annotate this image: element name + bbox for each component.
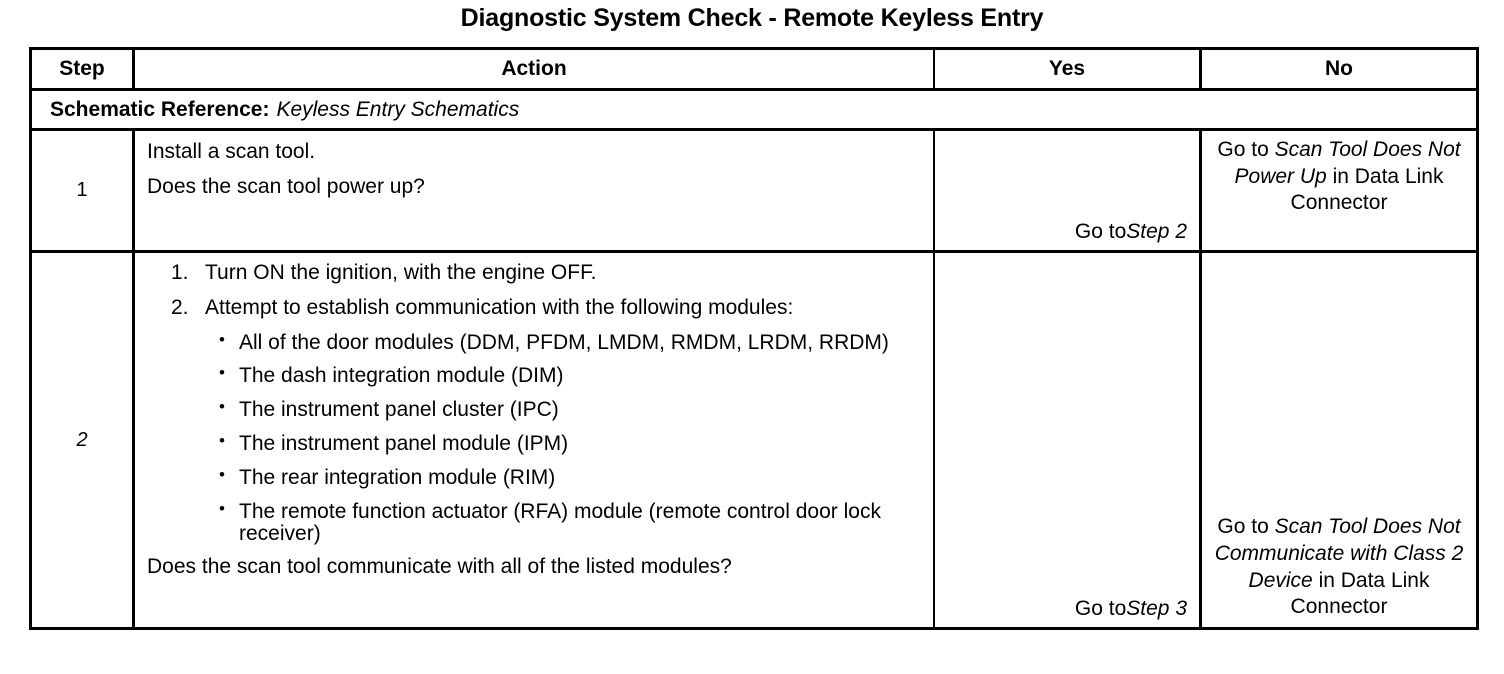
column-header-no: No xyxy=(1325,57,1353,80)
list-text: Turn ON the ignition, with the engine OF… xyxy=(205,261,597,284)
bullet-icon: • xyxy=(219,464,225,484)
diagnostic-table: Step Action Yes No Schematic Reference: … xyxy=(29,47,1479,630)
no-cell: Go to Scan Tool Does Not Communicate wit… xyxy=(1202,253,1476,627)
list-text: All of the door modules (DDM, PFDM, LMDM… xyxy=(239,330,889,354)
bullet-icon: • xyxy=(219,431,225,451)
yes-link[interactable]: Step 2 xyxy=(1126,220,1187,243)
column-header-action: Action xyxy=(135,50,935,88)
bullet-icon: • xyxy=(219,498,225,518)
column-header-yes: Yes xyxy=(935,50,1202,88)
yes-cell: Go to Step 3 xyxy=(935,253,1202,627)
action-line: Install a scan tool. xyxy=(147,140,316,163)
list-item: • The instrument panel module (IPM) xyxy=(147,431,927,456)
list-item: • All of the door modules (DDM, PFDM, LM… xyxy=(147,329,927,354)
list-text: The remote function actuator (RFA) modul… xyxy=(239,499,881,545)
no-prefix: Go to xyxy=(1217,138,1275,161)
list-item: • The instrument panel cluster (IPC) xyxy=(147,397,927,422)
list-item: • The dash integration module (DIM) xyxy=(147,363,927,388)
action-cell: 1. Turn ON the ignition, with the engine… xyxy=(135,253,935,627)
no-suffix: in Data Link Connector xyxy=(1290,164,1444,215)
table-row: 2 1. Turn ON the ignition, with the engi… xyxy=(32,253,1476,627)
no-link[interactable]: Scan Tool Does Not Communicate with Clas… xyxy=(1214,515,1464,592)
no-text: Go to Scan Tool Does Not Communicate wit… xyxy=(1208,514,1470,621)
list-text: Attempt to establish communication with … xyxy=(205,295,794,319)
page-title: Diagnostic System Check - Remote Keyless… xyxy=(460,4,1044,32)
action-question: Does the scan tool communicate with all … xyxy=(147,555,732,579)
schematic-reference-cell: Schematic Reference: Keyless Entry Schem… xyxy=(32,91,1476,128)
no-suffix: in Data Link Connector xyxy=(1290,568,1430,619)
column-header-step: Step xyxy=(32,50,135,88)
no-text: Go to Scan Tool Does Not Power Up in Dat… xyxy=(1208,137,1470,217)
bullet-icon: • xyxy=(219,397,225,417)
no-link[interactable]: Scan Tool Does Not Power Up xyxy=(1234,138,1461,188)
list-text: The dash integration module (DIM) xyxy=(239,364,564,388)
schematic-reference-value[interactable]: Keyless Entry Schematics xyxy=(276,97,520,121)
list-item: 2. Attempt to establish communication wi… xyxy=(147,295,927,319)
yes-cell: Go to Step 2 xyxy=(935,131,1202,250)
list-item: • The remote function actuator (RFA) mod… xyxy=(147,498,927,545)
list-marker: 1. xyxy=(171,261,189,284)
bullet-icon: • xyxy=(219,329,225,349)
yes-prefix: Go to xyxy=(1074,597,1127,620)
yes-prefix: Go to xyxy=(1074,220,1127,243)
list-item: 1. Turn ON the ignition, with the engine… xyxy=(147,262,927,284)
no-cell: Go to Scan Tool Does Not Power Up in Dat… xyxy=(1202,131,1476,250)
bullet-list: • All of the door modules (DDM, PFDM, LM… xyxy=(147,329,927,545)
numbered-list: 1. Turn ON the ignition, with the engine… xyxy=(147,262,927,319)
schematic-reference-row: Schematic Reference: Keyless Entry Schem… xyxy=(32,91,1476,131)
list-text: The instrument panel module (IPM) xyxy=(239,432,569,456)
action-cell: Install a scan tool. Does the scan tool … xyxy=(135,131,935,250)
action-question: Does the scan tool power up? xyxy=(147,175,425,198)
step-number: 1 xyxy=(32,131,135,250)
bullet-icon: • xyxy=(219,363,225,383)
no-prefix: Go to xyxy=(1217,515,1275,539)
yes-link[interactable]: Step 3 xyxy=(1126,597,1187,620)
list-item: • The rear integration module (RIM) xyxy=(147,464,927,489)
table-row: 1 Install a scan tool. Does the scan too… xyxy=(32,131,1476,253)
schematic-reference-label: Schematic Reference: xyxy=(50,97,270,121)
list-text: The instrument panel cluster (IPC) xyxy=(239,398,559,422)
list-marker: 2. xyxy=(171,295,189,319)
step-number: 2 xyxy=(32,253,135,627)
table-header-row: Step Action Yes No xyxy=(32,50,1476,91)
list-text: The rear integration module (RIM) xyxy=(239,465,556,489)
